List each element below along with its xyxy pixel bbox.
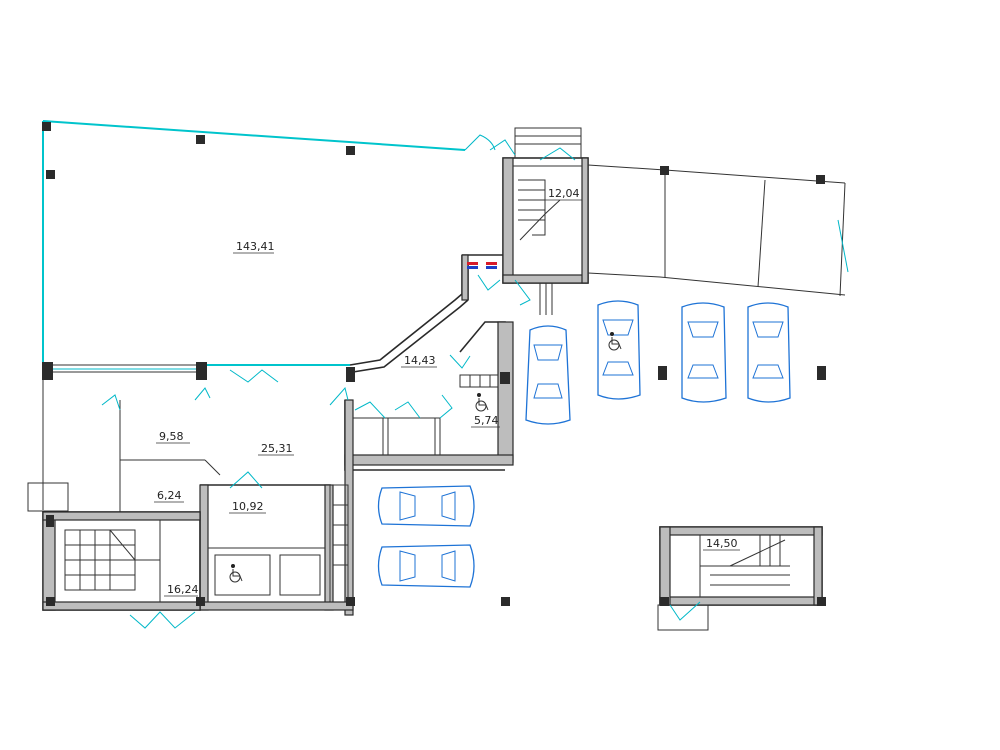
- svg-text:14,43: 14,43: [404, 354, 436, 367]
- wc-accessible-walls: [344, 321, 514, 616]
- column-icon: [42, 362, 53, 380]
- stair-icon: [64, 529, 136, 591]
- column-icon: [196, 362, 207, 380]
- main-hall-outline: [42, 120, 466, 373]
- svg-text:16,24: 16,24: [167, 583, 199, 596]
- ramp-canopy: [587, 164, 849, 297]
- column-icon: [817, 597, 826, 606]
- svg-text:10,92: 10,92: [232, 500, 264, 513]
- room-label-stair-top: 12,04: [545, 187, 582, 201]
- column-icon: [500, 372, 510, 384]
- room-label-corridor: 14,43: [401, 354, 437, 368]
- room-label-wc-block: 10,92: [229, 500, 266, 514]
- column-icon: [196, 135, 205, 144]
- stair-right-block: [657, 526, 823, 631]
- svg-text:9,58: 9,58: [159, 430, 184, 443]
- stair-icon: [518, 179, 561, 241]
- svg-text:5,74: 5,74: [474, 414, 499, 427]
- svg-text:25,31: 25,31: [261, 442, 293, 455]
- car-icon: [377, 485, 475, 527]
- car-icon: [377, 544, 475, 588]
- column-icon: [346, 146, 355, 155]
- column-icon: [501, 597, 510, 606]
- column-icon: [658, 366, 667, 380]
- room-label-lobby: 25,31: [258, 442, 294, 456]
- column-icon: [660, 597, 669, 606]
- room-label-storage: 6,24: [154, 489, 184, 503]
- column-icon: [196, 597, 205, 606]
- column-icon: [817, 366, 826, 380]
- door-swing-icon: [101, 134, 701, 629]
- stair-left-block: [42, 511, 201, 611]
- column-icon: [346, 367, 355, 382]
- column-icon: [42, 122, 51, 131]
- column-icon: [46, 597, 55, 606]
- stair-icon: [699, 535, 790, 597]
- svg-text:143,41: 143,41: [236, 240, 275, 253]
- column-icons: [42, 122, 826, 606]
- column-icon: [660, 166, 669, 175]
- column-icon: [46, 515, 54, 527]
- accessibility-icon: [475, 393, 489, 412]
- column-icon: [346, 597, 355, 606]
- room-label-stair-right: 14,50: [703, 537, 740, 551]
- accessibility-icon: [229, 564, 243, 583]
- stair-top-block: [502, 127, 589, 315]
- room-label-wc-accessible: 5,74: [471, 414, 500, 428]
- car-icon: [747, 302, 791, 403]
- column-icon: [816, 175, 825, 184]
- room-label-room-left: 9,58: [156, 430, 190, 444]
- room-label-stair-left: 16,24: [164, 583, 199, 597]
- room-label-main-hall: 143,41: [233, 240, 275, 254]
- lobby-walls: [27, 372, 354, 611]
- equipment-marks: [467, 262, 497, 269]
- car-icon: [681, 302, 727, 403]
- car-icon: [597, 300, 641, 400]
- svg-text:6,24: 6,24: [157, 489, 182, 502]
- accessibility-icon: [608, 332, 622, 351]
- svg-text:14,50: 14,50: [706, 537, 738, 550]
- column-icon: [46, 170, 55, 179]
- svg-text:12,04: 12,04: [548, 187, 580, 200]
- car-icon: [525, 325, 571, 425]
